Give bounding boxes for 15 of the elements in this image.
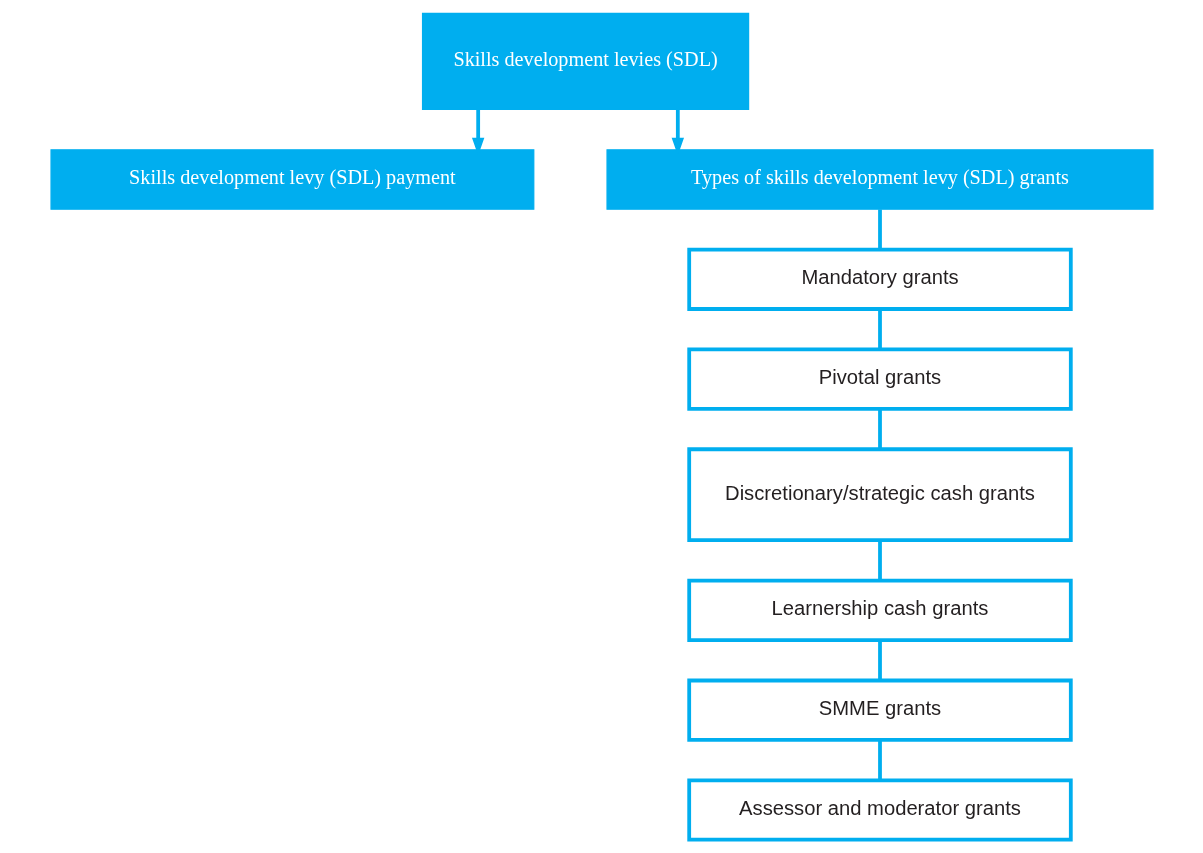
connector: [877, 408, 882, 449]
connector: [877, 309, 882, 350]
connector: [877, 740, 882, 781]
node-box: Skills development levies (SDL): [421, 12, 749, 110]
connector: [877, 640, 882, 681]
connector: [877, 209, 882, 250]
connector: [877, 540, 882, 581]
node-box: Discretionary/strategic cash grants: [686, 447, 1073, 543]
node-box: Mandatory grants: [686, 247, 1073, 311]
node-box: Types of skills development levy (SDL) grants: [605, 149, 1154, 210]
node-box: SMME grants: [686, 678, 1073, 742]
node-box: Pivotal grants: [686, 347, 1073, 411]
node-box: Assessor and moderator grants: [686, 778, 1073, 842]
node-box: Skills development levy (SDL) payment: [49, 149, 534, 210]
node-box: Learnership cash grants: [686, 578, 1073, 642]
